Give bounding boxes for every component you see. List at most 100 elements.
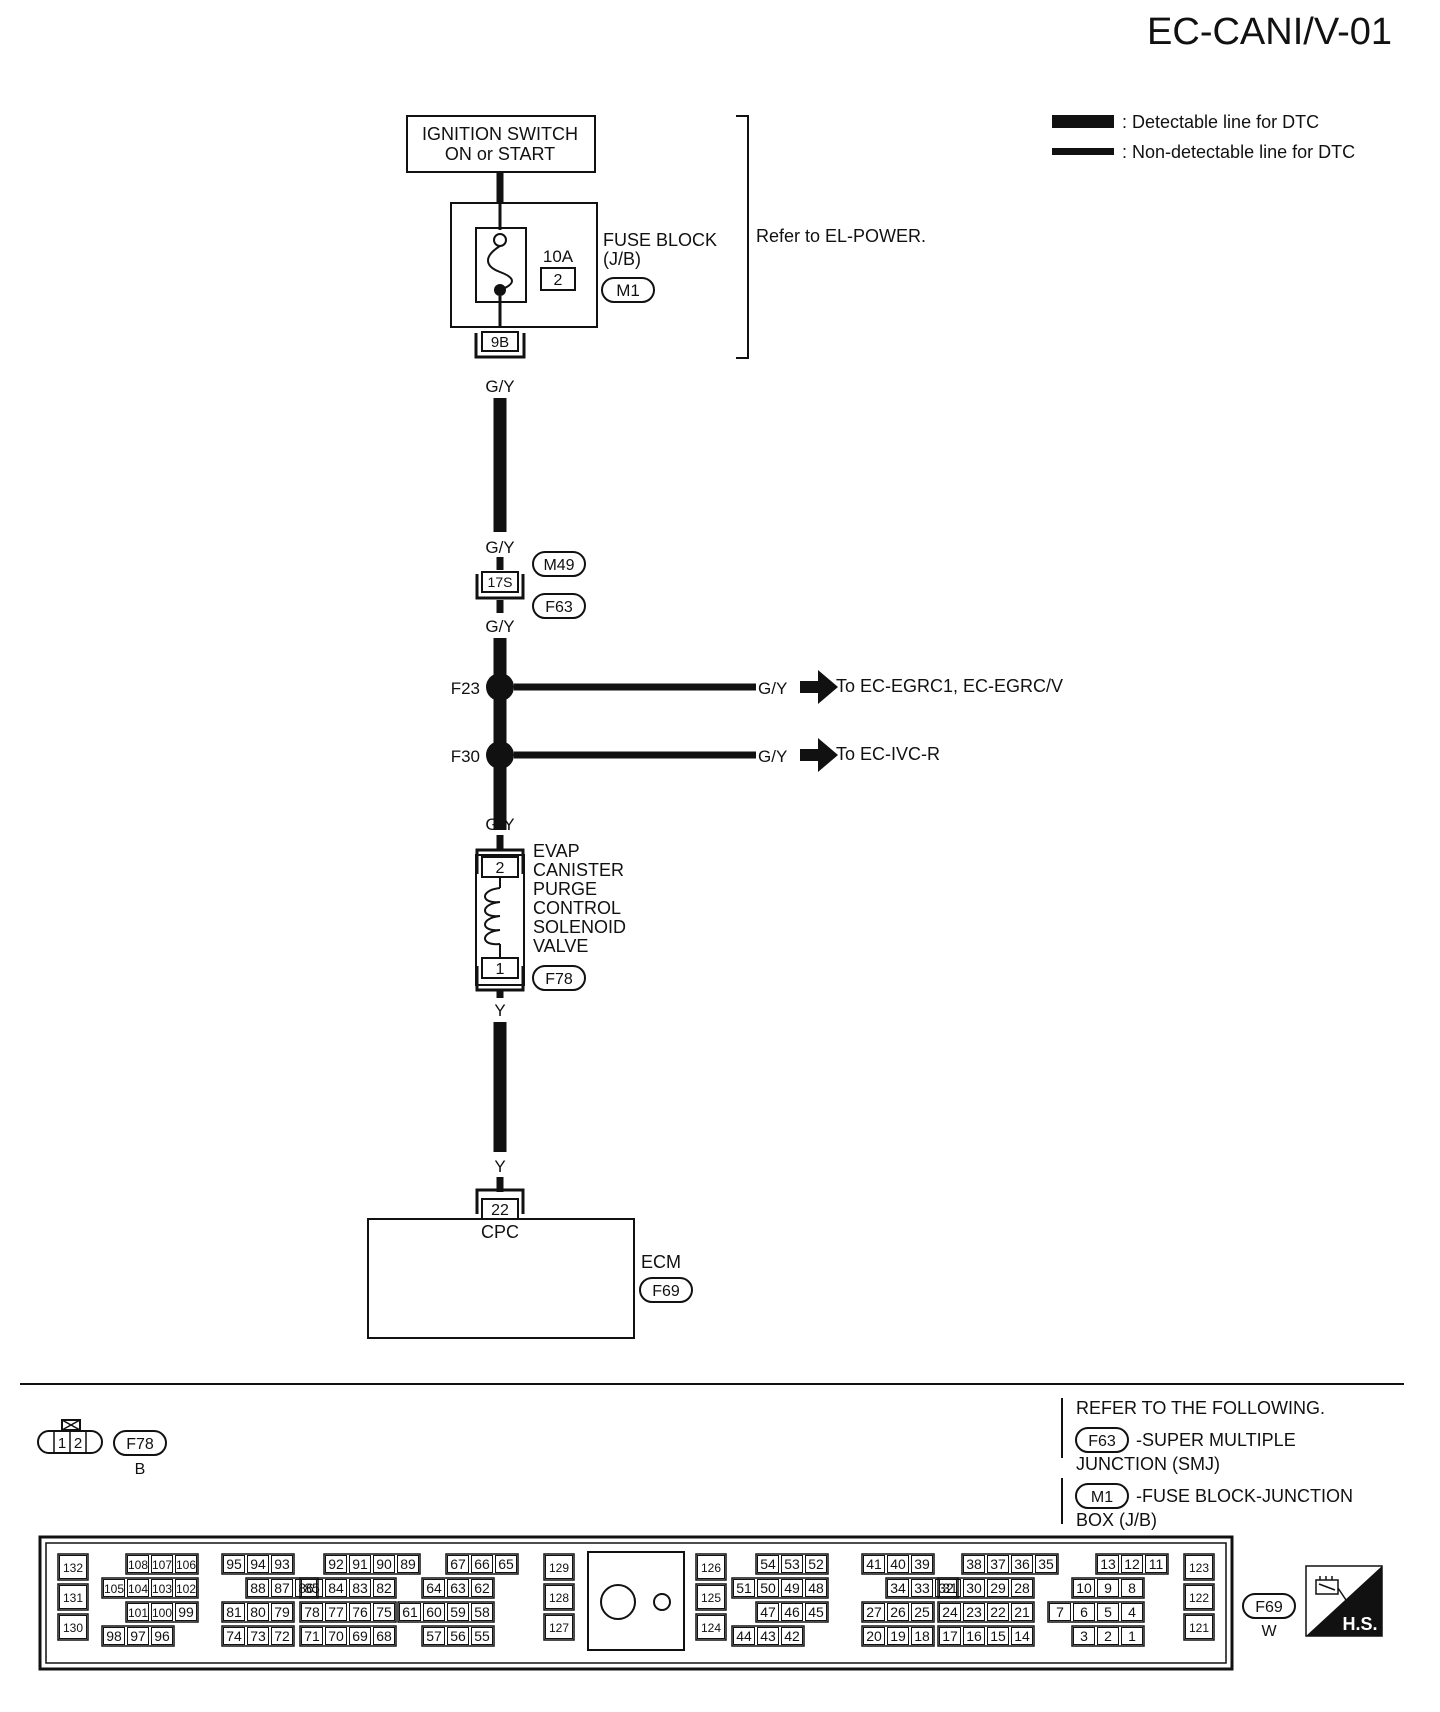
splice-f23-destination: To EC-EGRC1, EC-EGRC/V: [836, 676, 1063, 696]
f69-pin-number: 9: [1104, 1580, 1112, 1596]
f69-pin-cell: [911, 1603, 933, 1621]
f69-pin-number: 33: [914, 1580, 930, 1596]
f69-pin-number: 51: [736, 1580, 752, 1596]
f69-pin-cell: [447, 1603, 469, 1621]
fuse-number: 2: [554, 272, 563, 289]
svg-text:F63: F63: [1088, 1433, 1116, 1450]
f69-pin-cell: [1073, 1603, 1095, 1621]
f69-pin-cell: [325, 1579, 347, 1597]
f69-pin-cell: [325, 1555, 347, 1573]
f69-pin-row: [885, 1577, 959, 1599]
f69-pin-cell: [1121, 1579, 1143, 1597]
f69-pin-cell: [127, 1627, 149, 1645]
f69-pin-cell: [781, 1627, 803, 1645]
f69-pin-cell: [963, 1603, 985, 1621]
f69-pin-cell: [373, 1579, 395, 1597]
f69-pin-row: [57, 1553, 89, 1581]
f69-pin-number: 97: [130, 1628, 146, 1644]
f69-pin-number: 127: [549, 1621, 569, 1635]
f69-pin-cell: [697, 1615, 725, 1639]
fuse-block-line1: FUSE BLOCK: [603, 230, 717, 250]
f69-pin-cell: [247, 1603, 269, 1621]
f69-pin-cell: [939, 1603, 961, 1621]
f69-pin-number: 70: [328, 1628, 344, 1644]
wire-label-gy-4: G/Y: [485, 815, 514, 834]
f69-pin-cell: [399, 1603, 421, 1621]
f69-pin-cell: [247, 1627, 269, 1645]
f69-pin-number: 85: [304, 1580, 320, 1596]
splice-f23: F23 G/Y To EC-EGRC1, EC-EGRC/V: [451, 670, 1063, 704]
f69-pin-cell: [863, 1627, 885, 1645]
f69-pin-number: 24: [942, 1604, 958, 1620]
f69-pin-number: 56: [450, 1628, 466, 1644]
wire-label-y-1: Y: [494, 1001, 505, 1020]
svg-text:G/Y: G/Y: [758, 679, 787, 698]
f69-pin-cell: [987, 1603, 1009, 1621]
f69-pin-cell: [223, 1627, 245, 1645]
hs-badge: H.S.: [1305, 1565, 1383, 1637]
f69-pin-number: 92: [328, 1556, 344, 1572]
f69-pin-cell: [1185, 1585, 1213, 1609]
f69-pin-number: 4: [1128, 1604, 1136, 1620]
f69-pin-row: [1071, 1577, 1145, 1599]
f69-pin-cell: [1011, 1603, 1033, 1621]
svg-text:BOX (J/B): BOX (J/B): [1076, 1510, 1157, 1530]
f69-pin-number: 103: [152, 1582, 172, 1596]
f69-pin-row: [57, 1613, 89, 1641]
f69-pin-cell: [987, 1555, 1009, 1573]
f69-pin-cell: [271, 1603, 293, 1621]
f69-pin-cell: [447, 1579, 469, 1597]
f69-pin-number: 32: [938, 1580, 954, 1596]
f69-pin-cell: [325, 1627, 347, 1645]
f69-pin-cell: [1097, 1627, 1119, 1645]
f69-pin-number: 12: [1124, 1556, 1140, 1572]
legend-detectable-text: : Detectable line for DTC: [1122, 112, 1319, 132]
f69-pin-number: 8: [1128, 1580, 1136, 1596]
f69-pin-number: 130: [63, 1621, 83, 1635]
f69-pin-cell: [175, 1579, 197, 1597]
connector-f63: F63: [545, 599, 573, 616]
f69-pin-number: 104: [128, 1582, 148, 1596]
refer-following: REFER TO THE FOLLOWING. F63 -SUPER MULTI…: [1061, 1398, 1353, 1530]
f69-pin-cell: [911, 1579, 933, 1597]
f69-pin-cell: [863, 1555, 885, 1573]
f69-pin-number: 95: [226, 1556, 242, 1572]
ignition-line1: IGNITION SWITCH: [422, 124, 578, 144]
f69-pin-cell: [545, 1585, 573, 1609]
f69-pin-row: [421, 1577, 495, 1599]
f69-pin-number: 57: [426, 1628, 442, 1644]
f69-pin-row: [731, 1577, 829, 1599]
joint-connector-17s: 17S M49 F63: [475, 551, 586, 619]
f69-pin-row: [299, 1577, 397, 1599]
f69-pin-cell: [887, 1603, 909, 1621]
f69-pin-row: [695, 1583, 727, 1611]
arrow-right-icon: [800, 738, 838, 772]
f69-pin-row: [1095, 1553, 1169, 1575]
f69-pin-cell: [805, 1555, 827, 1573]
f69-pin-cell: [271, 1579, 293, 1597]
f69-pin-row: [299, 1625, 397, 1647]
f69-pin-row: [125, 1601, 199, 1623]
f69-pin-cell: [495, 1555, 517, 1573]
f69-pin-number: 53: [784, 1556, 800, 1572]
f69-pin-row: [101, 1625, 175, 1647]
f69-pin-cell: [863, 1603, 885, 1621]
svg-text:-SUPER MULTIPLE: -SUPER MULTIPLE: [1136, 1430, 1296, 1450]
f69-pin-cell: [781, 1579, 803, 1597]
f69-pin-row: [695, 1553, 727, 1581]
f69-pin-number: 72: [274, 1628, 290, 1644]
f69-pin-row: [543, 1613, 575, 1641]
f69-pin-number: 25: [914, 1604, 930, 1620]
f69-pin-number: 121: [1189, 1621, 1209, 1635]
f69-pin-row: [755, 1601, 829, 1623]
f69-pin-number: 16: [966, 1628, 982, 1644]
f69-pin-number: 47: [760, 1604, 776, 1620]
solenoid-label-6: VALVE: [533, 936, 588, 956]
f69-pin-cell: [697, 1555, 725, 1579]
f69-pin-row: [543, 1553, 575, 1581]
f69-pin-number: 67: [450, 1556, 466, 1572]
wire-label-gy-2: G/Y: [485, 538, 514, 557]
f69-pin-number: 61: [402, 1604, 418, 1620]
f69-pin-number: 43: [760, 1628, 776, 1644]
f69-pin-number: 73: [250, 1628, 266, 1644]
